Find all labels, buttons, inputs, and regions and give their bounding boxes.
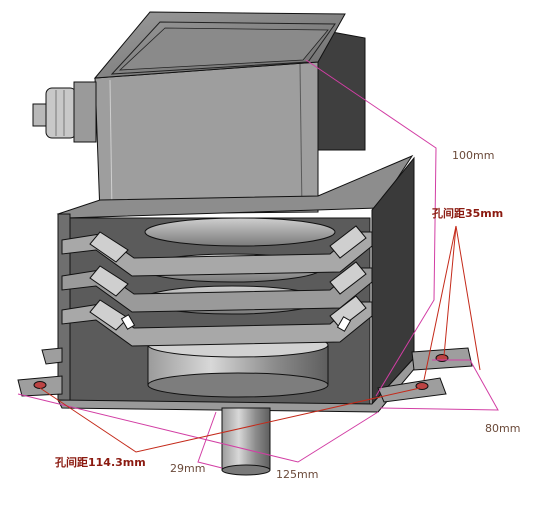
hole-spacing-114-label: 孔间距114.3mm [55,456,146,469]
cooling-fins [61,225,373,347]
dimension-leaders [17,59,499,469]
depth-dimension-label: 80mm [485,422,521,435]
antenna-diameter-label: 29mm [170,462,206,475]
antenna [221,407,271,476]
mounting-flanges [17,347,473,403]
width-dimension-label: 125mm [276,468,319,481]
hole-spacing-35-label: 孔间距35mm [432,207,504,220]
filter-box [93,11,366,215]
connector-terminal [32,81,97,143]
height-dimension-label: 100mm [452,149,495,162]
